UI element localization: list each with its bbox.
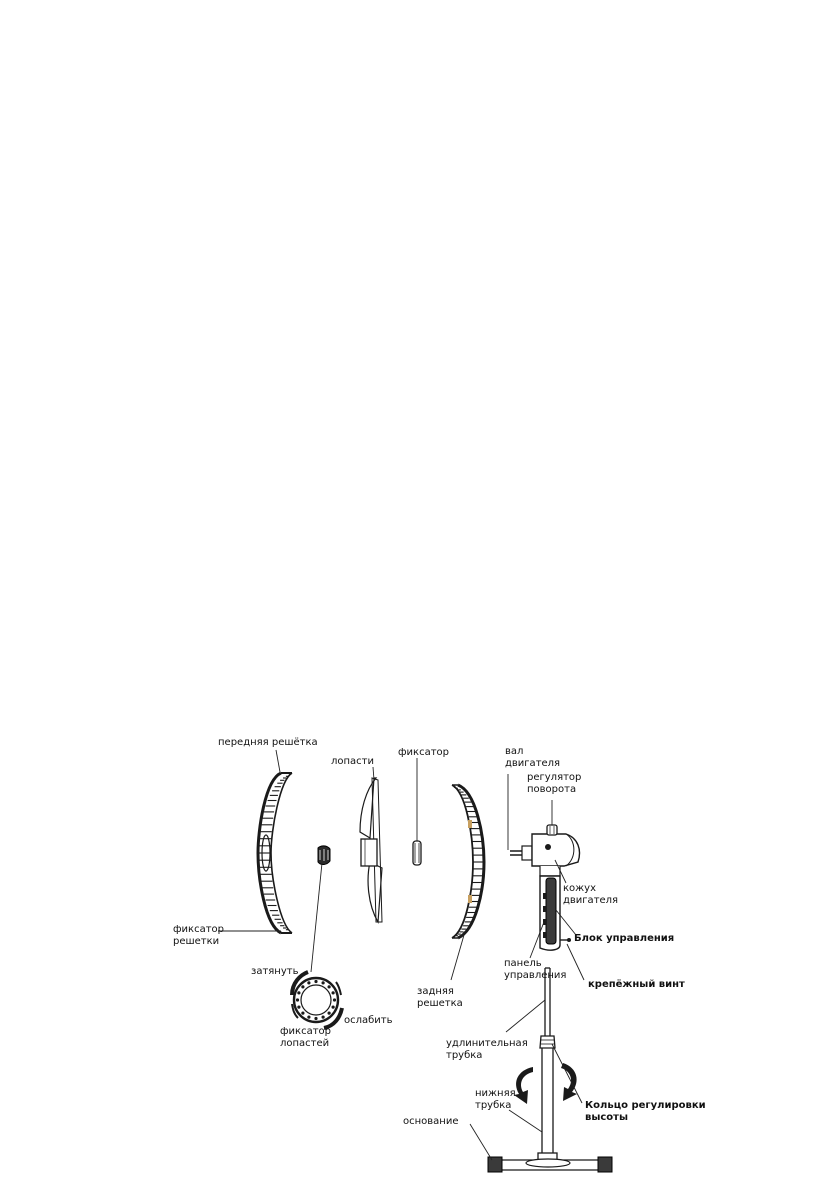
front-grille bbox=[256, 771, 293, 935]
label-tighten: затянуть bbox=[251, 966, 299, 977]
label-base: основание bbox=[403, 1116, 458, 1127]
label-control-unit: Блок управления bbox=[574, 933, 674, 944]
leader-lines bbox=[218, 749, 585, 1161]
stand bbox=[537, 967, 558, 1161]
label-retainer: фиксатор bbox=[398, 747, 449, 758]
label-front-grille: передняя решётка bbox=[218, 737, 318, 748]
control-unit bbox=[539, 875, 571, 951]
blade-retainer-ring bbox=[290, 970, 344, 1030]
fan-blades bbox=[359, 777, 383, 924]
rear-grille bbox=[451, 783, 486, 940]
rotation-arrows bbox=[514, 1063, 577, 1104]
retainer-nut bbox=[412, 840, 422, 866]
spinner-cap bbox=[317, 845, 331, 865]
label-loosen: ослабить bbox=[344, 1015, 393, 1026]
label-fixing-screw: крепёжный винт bbox=[588, 978, 685, 990]
motor-head bbox=[510, 824, 581, 877]
base bbox=[487, 1156, 613, 1173]
label-blades: лопасти bbox=[331, 756, 374, 767]
